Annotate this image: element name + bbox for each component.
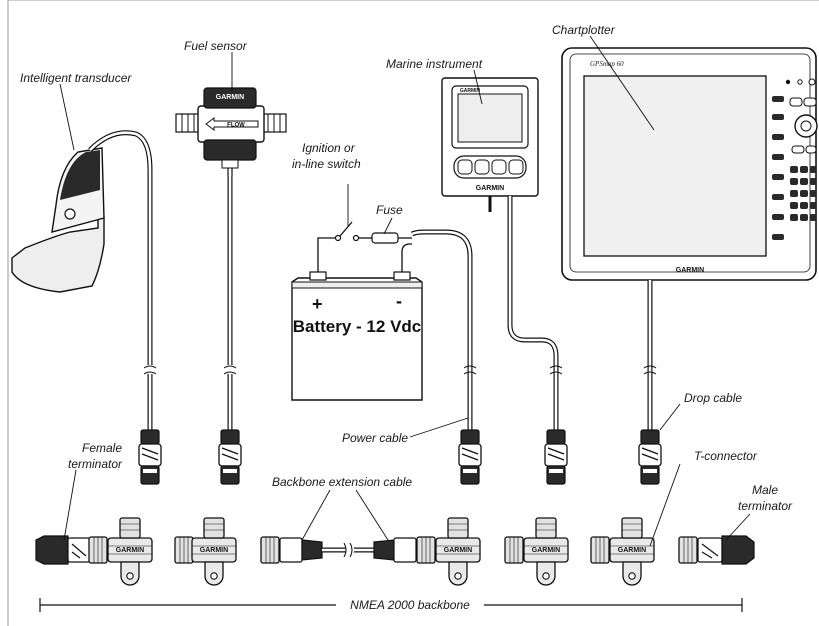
label-fuel-sensor: Fuel sensor xyxy=(184,39,248,53)
label-intelligent-transducer: Intelligent transducer xyxy=(20,71,132,85)
marine-instrument: GARMIN GARMIN xyxy=(442,78,556,430)
label-male-terminator-line1: Male xyxy=(752,483,778,497)
transducer-mount-hole-icon xyxy=(65,209,75,219)
tconnector-brand-4: GARMIN xyxy=(532,547,560,554)
ignition-switch xyxy=(318,222,372,272)
fuse xyxy=(372,233,412,243)
female-terminator xyxy=(36,536,90,564)
battery: + - Battery - 12 Vdc xyxy=(292,272,422,400)
chartplotter-brand: GARMIN xyxy=(676,267,704,274)
fuel-sensor: GARMIN FLOW xyxy=(176,88,286,365)
battery-label: Battery - 12 Vdc xyxy=(293,317,422,336)
label-ignition-line1: Ignition or xyxy=(302,141,356,155)
chartplotter: GPSmap 60 GARMIN xyxy=(562,48,817,430)
tconnector-brand-2: GARMIN xyxy=(200,547,228,554)
backbone-extension-cable xyxy=(280,538,416,562)
intelligent-transducer xyxy=(12,133,150,365)
battery-minus-symbol: - xyxy=(396,291,402,311)
battery-negative-lead xyxy=(402,244,412,272)
fuel-sensor-brand: GARMIN xyxy=(216,94,244,101)
label-ignition-line2: in-line switch xyxy=(292,157,361,171)
tconnector-brand-5: GARMIN xyxy=(618,547,646,554)
label-t-connector: T-connector xyxy=(694,449,758,463)
label-female-terminator-line1: Female xyxy=(82,441,122,455)
label-power-cable: Power cable xyxy=(342,431,408,445)
tconnector-brand-1: GARMIN xyxy=(116,547,144,554)
label-chartplotter: Chartplotter xyxy=(552,23,616,37)
fuel-sensor-flow-label: FLOW xyxy=(227,123,245,129)
marine-instrument-brand: GARMIN xyxy=(476,185,504,192)
tconnector-brand-3: GARMIN xyxy=(444,547,472,554)
label-nmea-backbone: NMEA 2000 backbone xyxy=(350,598,470,612)
label-fuse: Fuse xyxy=(376,203,403,217)
label-drop-cable: Drop cable xyxy=(684,391,742,405)
marine-instrument-screen-brand: GARMIN xyxy=(460,88,481,94)
male-terminator xyxy=(698,536,754,564)
label-backbone-extension-cable: Backbone extension cable xyxy=(272,475,412,489)
label-female-terminator-line2: terminator xyxy=(68,457,123,471)
label-male-terminator-line2: terminator xyxy=(738,499,793,513)
battery-plus-symbol: + xyxy=(312,294,323,314)
label-marine-instrument: Marine instrument xyxy=(386,57,483,71)
nmea-backbone-assembly: GARMIN GARMIN GARMIN GARMIN GARMIN xyxy=(36,430,754,585)
